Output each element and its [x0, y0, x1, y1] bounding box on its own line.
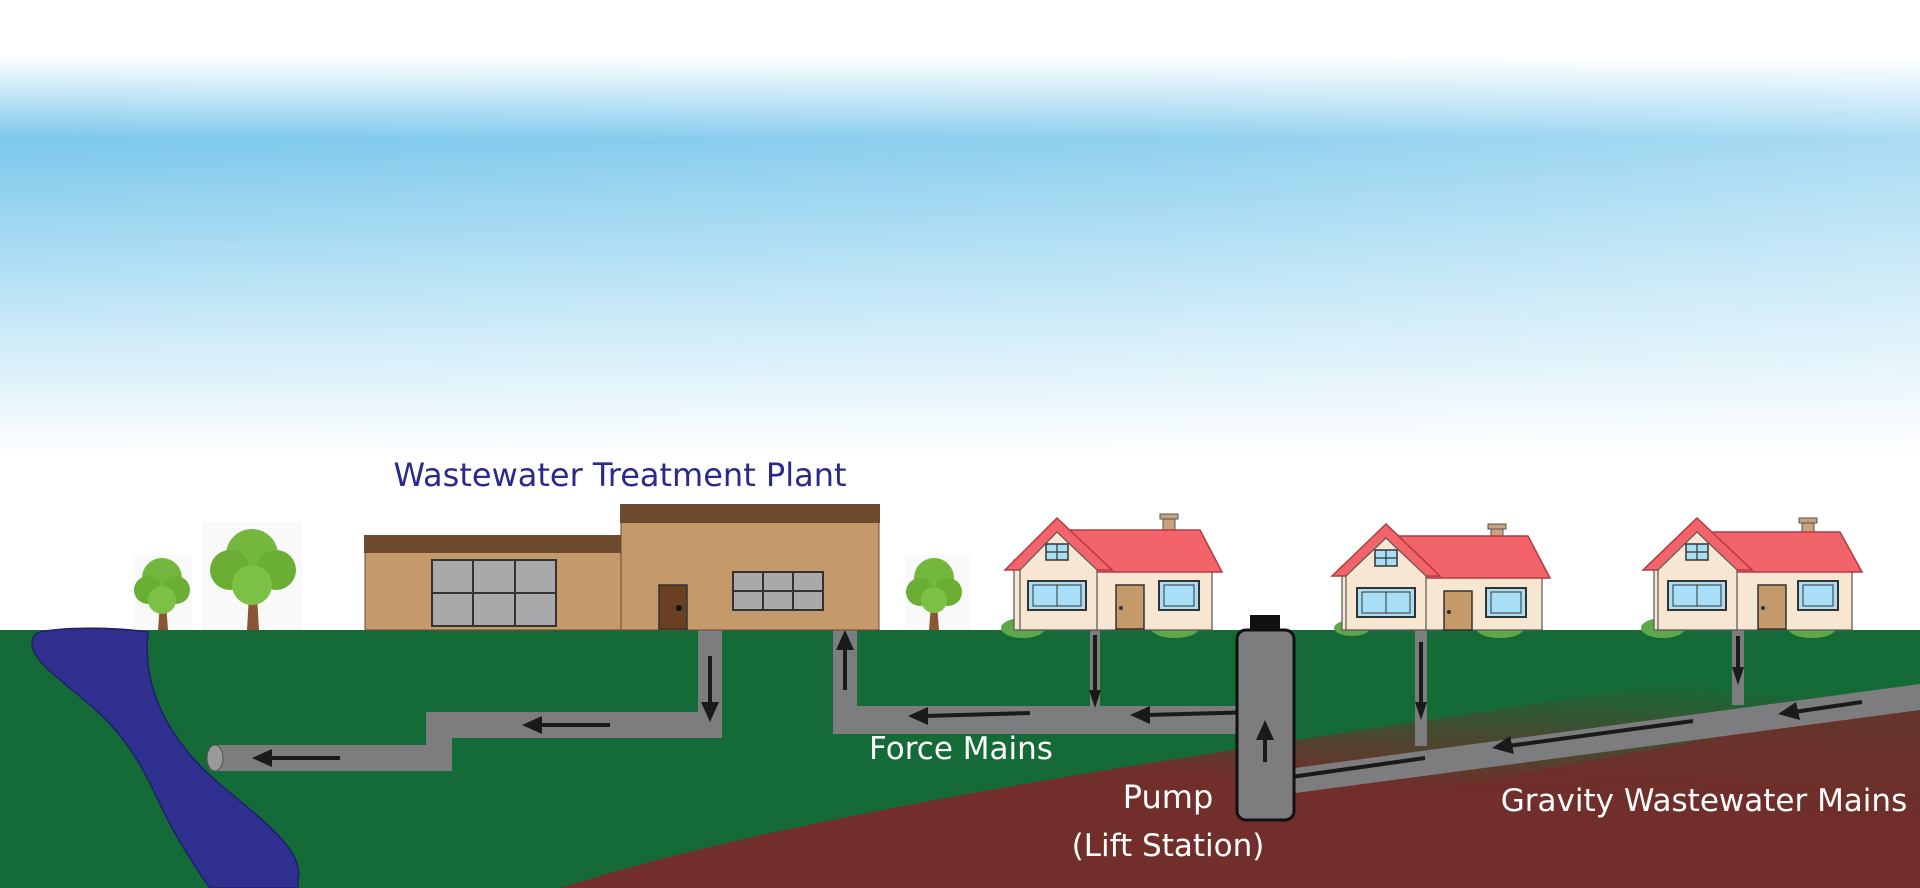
tree-2: [202, 522, 302, 630]
lift-station-label: (Lift Station): [1072, 828, 1265, 864]
tree-3: [905, 555, 970, 630]
pump-label: Pump: [1123, 778, 1214, 816]
treatment-plant: [364, 504, 880, 631]
flow-arrows: [252, 630, 1863, 786]
force-mains-label: Force Mains: [869, 731, 1053, 767]
gravity-mains-label: Gravity Wastewater Mains: [1501, 783, 1907, 819]
plant-roof-left: [364, 535, 624, 553]
deep-soil-core: [900, 700, 1920, 888]
tree-1: [134, 555, 192, 630]
outfall-pipe-end: [206, 744, 224, 772]
plant-roof-right: [620, 504, 880, 523]
house-2: [1330, 522, 1552, 638]
house-1: [1001, 513, 1224, 638]
plant-label: Wastewater Treatment Plant: [393, 456, 846, 494]
plant-door: [658, 584, 688, 630]
plant-window-large: [431, 559, 557, 627]
pump-lift-station: [1235, 615, 1296, 822]
force-main: [833, 706, 1243, 734]
gravity-main: [1280, 684, 1920, 795]
sky-haze: [0, 0, 1920, 632]
house-3: [1641, 516, 1864, 638]
plant-window-small: [732, 571, 824, 611]
